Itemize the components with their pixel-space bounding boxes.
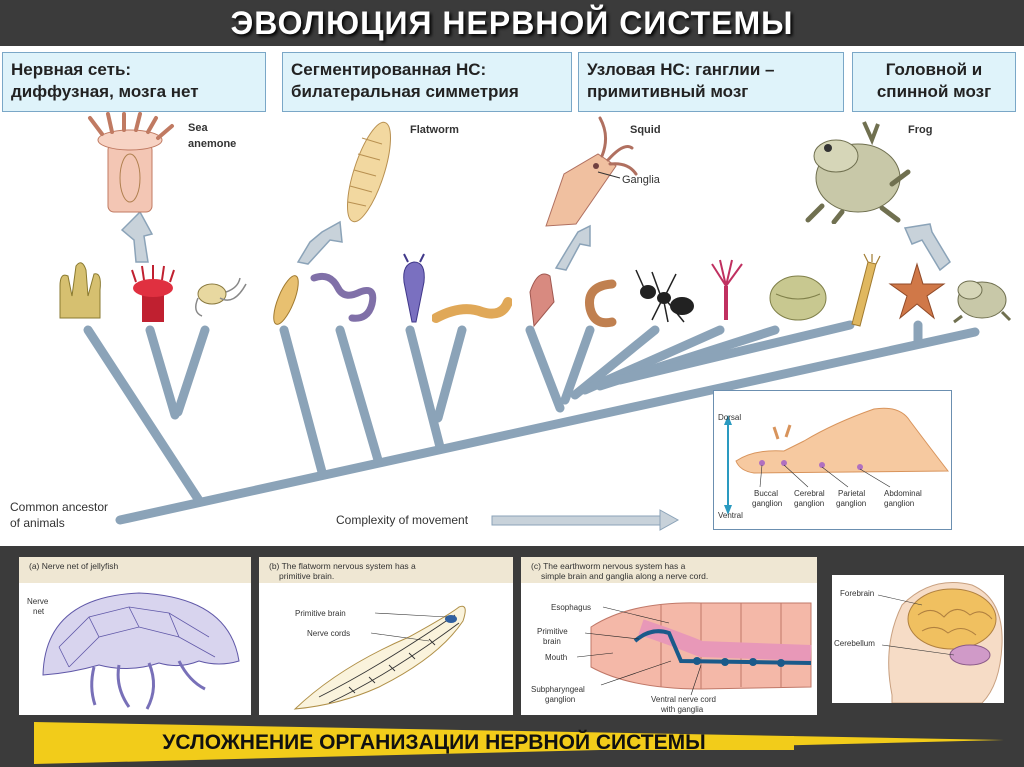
primitive-brain-label-1: Primitive xyxy=(537,627,568,636)
human-brain-panel: Forebrain Cerebellum xyxy=(832,575,1004,703)
buccal-label-2: ganglion xyxy=(752,499,783,508)
flatworm-caption: (b) The flatworm nervous system has a pr… xyxy=(259,557,513,583)
clam-icon xyxy=(769,275,827,321)
header-nodal-desc: примитивный мозг xyxy=(587,82,749,101)
yellow-arrow-icon xyxy=(34,722,1004,764)
sea-anemone-label-1: Sea xyxy=(188,122,208,134)
abdominal-label-1: Abdominal xyxy=(884,489,922,498)
esophagus-label: Esophagus xyxy=(551,603,592,612)
header-nodal-title: Узловая НС: ганглии – xyxy=(587,60,775,79)
nerve-cords-label: Nerve cords xyxy=(307,629,351,638)
primitive-brain-label: Primitive brain xyxy=(295,609,346,618)
planarian-icon xyxy=(273,275,299,325)
nerve-net-label-2: net xyxy=(33,607,45,616)
header-nerve-net-desc: диффузная, мозга нет xyxy=(11,82,199,101)
sponge-icon xyxy=(59,262,101,319)
subpharyngeal-label-2: ganglion xyxy=(545,695,576,704)
nemertean-icon xyxy=(432,297,512,323)
lancelet-icon xyxy=(851,253,881,327)
header-brain-spinal-title: Головной и xyxy=(885,60,983,79)
ant-icon xyxy=(635,269,694,323)
worm-purple-icon xyxy=(310,272,377,322)
ventral-cord-label-2: with ganglia xyxy=(661,705,704,714)
sea-anemone-illustration xyxy=(88,112,174,213)
hydroid-icon xyxy=(711,259,743,320)
buccal-label-1: Buccal xyxy=(754,489,779,498)
forebrain-label: Forebrain xyxy=(840,589,875,598)
common-ancestor-label-1: Common ancestor xyxy=(10,500,109,514)
complexity-arrow-bar: УСЛОЖНЕНИЕ ОРГАНИЗАЦИИ НЕРВНОЙ СИСТЕМЫ xyxy=(34,722,1024,764)
jellyfish-caption: (a) Nerve net of jellyfish xyxy=(19,557,251,583)
cerebellum-label: Cerebellum xyxy=(834,639,875,648)
header-segmented-desc: билатеральная симметрия xyxy=(291,82,519,101)
mouth-label: Mouth xyxy=(545,653,568,662)
common-ancestor-label-2: of animals xyxy=(10,516,65,530)
squid-label: Squid xyxy=(630,124,661,136)
header-segmented-title: Сегментированная НС: xyxy=(291,60,487,79)
bottom-caption: УСЛОЖНЕНИЕ ОРГАНИЗАЦИИ НЕРВНОЙ СИСТЕМЫ xyxy=(162,731,706,754)
frog-label: Frog xyxy=(908,124,933,136)
jellyfish-small-icon xyxy=(195,277,247,317)
cerebral-label-2: ganglion xyxy=(794,499,825,508)
earthworm-caption-line-1: (c) The earthworm nervous system has a xyxy=(531,561,686,571)
earthworm-nervous-illustration xyxy=(576,602,812,696)
rotifer-icon xyxy=(403,253,425,323)
earthworm-caption: (c) The earthworm nervous system has a s… xyxy=(521,557,817,583)
header-segmented: Сегментированная НС: билатеральная симме… xyxy=(282,52,572,112)
red-anemone-icon xyxy=(131,265,175,322)
squid-illustration xyxy=(545,116,638,227)
sea-anemone-label-2: anemone xyxy=(188,138,237,150)
page-title: ЭВОЛЮЦИЯ НЕРВНОЙ СИСТЕМЫ xyxy=(230,4,794,41)
parietal-label-1: Parietal xyxy=(838,489,866,498)
flatworm-nervous-illustration xyxy=(293,605,466,710)
cerebral-label-1: Cerebral xyxy=(794,489,825,498)
frog-illustration xyxy=(805,121,911,224)
header-brain-spinal-desc: спинной мозг xyxy=(876,82,992,101)
header-brain-spinal: Головной и спинной мозг xyxy=(852,52,1016,112)
nerve-net-label-1: Nerve xyxy=(27,597,49,606)
earthworm-icon xyxy=(584,279,617,328)
header-nerve-net-title: Нервная сеть: xyxy=(11,60,132,79)
ventral-cord-label-1: Ventral nerve cord xyxy=(651,695,716,704)
human-head-illustration xyxy=(877,582,1003,703)
subpharyngeal-label-1: Subpharyngeal xyxy=(531,685,585,694)
starfish-icon xyxy=(888,262,946,320)
small-squid-icon xyxy=(529,273,555,328)
phylogenetic-tree xyxy=(83,210,980,531)
jellyfish-illustration xyxy=(42,592,240,710)
flatworm-caption-line-2: primitive brain. xyxy=(279,571,335,581)
slug-illustration xyxy=(724,407,950,515)
earthworm-panel: (c) The earthworm nervous system has a s… xyxy=(521,557,817,715)
abdominal-label-2: ganglion xyxy=(884,499,915,508)
parietal-label-2: ganglion xyxy=(836,499,867,508)
primitive-brain-label-2: brain xyxy=(543,637,561,646)
dorsal-label: Dorsal xyxy=(718,413,742,422)
header-nerve-net: Нервная сеть: диффузная, мозга нет xyxy=(2,52,266,112)
ventral-label: Ventral xyxy=(718,511,743,520)
small-frog-icon xyxy=(953,280,1012,324)
jellyfish-panel: (a) Nerve net of jellyfish Nerve net xyxy=(19,557,251,715)
header-nodal: Узловая НС: ганглии – примитивный мозг xyxy=(578,52,844,112)
complexity-label: Complexity of movement xyxy=(336,513,469,527)
flatworm-caption-line-1: (b) The flatworm nervous system has a xyxy=(269,561,416,571)
ganglia-label: Ganglia xyxy=(622,174,660,186)
earthworm-caption-line-2: simple brain and ganglia along a nerve c… xyxy=(541,571,709,581)
flatworm-panel: (b) The flatworm nervous system has a pr… xyxy=(259,557,513,715)
flatworm-illustration xyxy=(347,121,391,223)
flatworm-label: Flatworm xyxy=(410,124,459,136)
slug-inset: Dorsal Ventral Buccal ganglion Cerebral … xyxy=(713,390,952,530)
